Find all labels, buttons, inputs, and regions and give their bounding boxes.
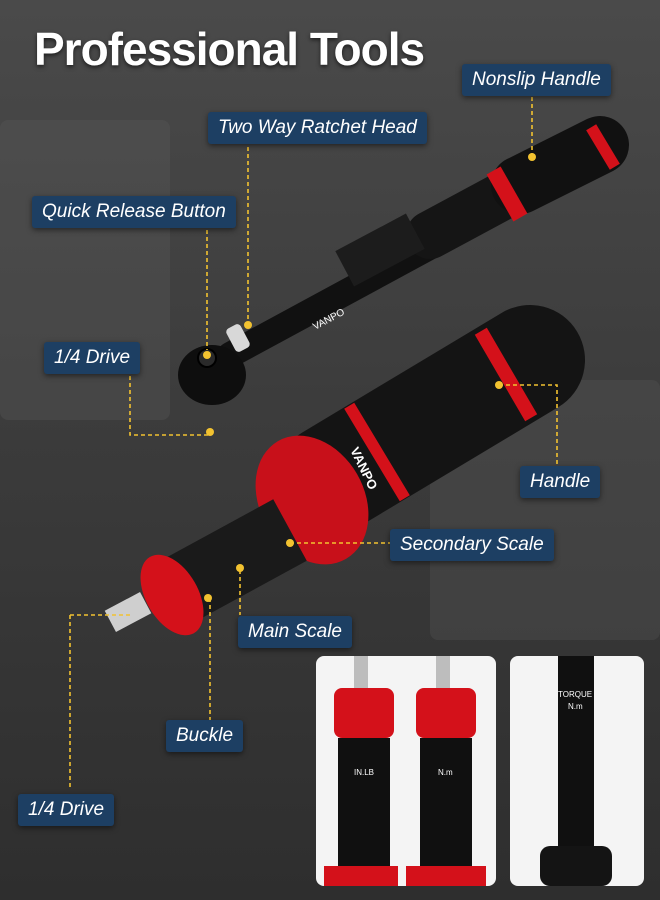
leader-lines — [69, 97, 558, 790]
label-drive-bottom: 1/4 Drive — [18, 794, 115, 826]
label-ratchet-head: Two Way Ratchet Head — [208, 112, 427, 144]
ratchet-wrench: VANPO — [178, 116, 629, 405]
label-drive-top: 1/4 Drive — [44, 342, 141, 374]
label-main-scale: Main Scale — [238, 616, 352, 648]
label-quick-release: Quick Release Button — [32, 196, 236, 228]
nm-unit: N.m — [438, 768, 453, 777]
label-handle: Handle — [520, 466, 601, 498]
torque-screwdriver: VANPO — [104, 305, 585, 636]
label-secondary-scale: Secondary Scale — [390, 529, 554, 561]
torque-title: TORQUE — [558, 690, 593, 699]
detail-panel-scales: IN.LB N.m — [316, 656, 496, 886]
label-nonslip-handle: Nonslip Handle — [462, 64, 611, 96]
detail-panel-torque: TORQUE N.m — [510, 656, 644, 886]
label-buckle: Buckle — [166, 720, 244, 752]
leader-dots — [203, 153, 536, 602]
torque-unit: N.m — [568, 702, 583, 711]
page-title: Professional Tools — [34, 23, 425, 75]
inlb-unit: IN.LB — [354, 768, 375, 777]
